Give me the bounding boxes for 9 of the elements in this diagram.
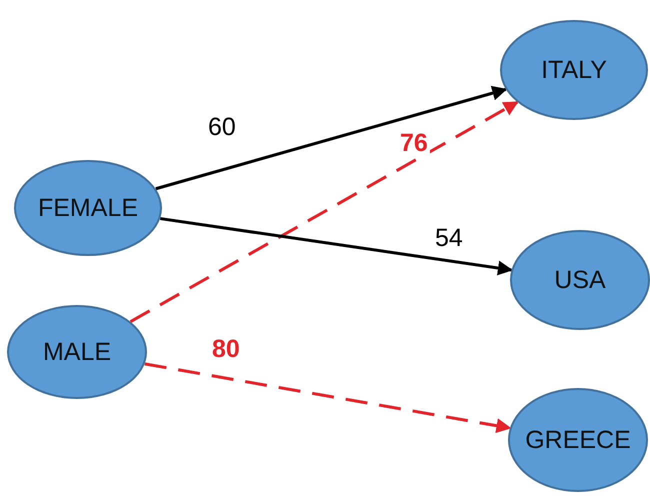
arrow — [155, 86, 508, 190]
node-label: MALE — [42, 338, 112, 366]
arrow — [160, 217, 513, 276]
node-label: FEMALE — [38, 194, 138, 222]
node-label: ITALY — [541, 56, 607, 84]
node-label: GREECE — [525, 426, 631, 454]
node-label: USA — [554, 266, 606, 294]
arrow — [144, 362, 512, 434]
arrow — [130, 100, 519, 323]
